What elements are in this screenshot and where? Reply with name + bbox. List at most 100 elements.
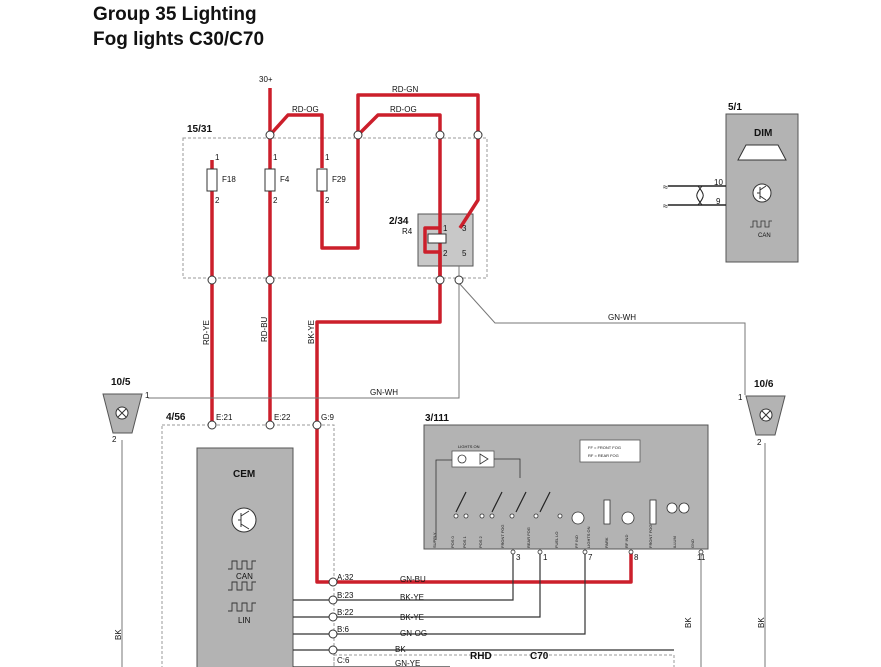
fuse-box-15-31 [182, 137, 488, 279]
red-wires [210, 88, 633, 584]
diagram-subtitle: Fog lights C30/C70 [93, 29, 265, 50]
wire-label-bk-left: BK [114, 629, 123, 640]
svg-text:RF IND: RF IND [624, 535, 629, 548]
dim-name: DIM [754, 128, 772, 139]
cem-module [196, 447, 294, 667]
wire-bk-ye [315, 283, 442, 425]
svg-text:3: 3 [462, 224, 467, 233]
switch-contacts [455, 491, 551, 513]
wire-bk-ye-b23 [293, 552, 514, 601]
wire-label-gn-ye: GN-YE [395, 659, 420, 667]
svg-text:9: 9 [716, 197, 721, 206]
supply-label: 30+ [259, 75, 273, 84]
switch-id: 3/111 [425, 413, 449, 424]
c70-label: C70 [530, 651, 549, 662]
wire-bk-ye-b22 [293, 552, 541, 618]
wire-gn-wh-left [148, 283, 460, 399]
svg-text:2: 2 [273, 196, 278, 205]
dim-can-label: CAN [758, 233, 771, 239]
ff-indicator-lamp-icon [571, 511, 585, 525]
fuse-f18: F18 1 2 [206, 153, 236, 205]
fuse-f29-label: F29 [332, 175, 346, 184]
fuse-f4-label: F4 [280, 175, 290, 184]
wire-relay-coil [423, 226, 442, 283]
fog-lamp-left: 10/5 1 2 [102, 377, 150, 444]
fuse-f4: F4 1 2 [264, 153, 290, 205]
svg-text:2: 2 [757, 438, 762, 447]
dim-display-icon [737, 144, 787, 161]
connection-nodes [207, 130, 483, 655]
svg-text:SUPPLY: SUPPLY [432, 532, 437, 548]
svg-text:ILLUM: ILLUM [672, 536, 677, 548]
indicator-diode-icon [479, 453, 489, 465]
svg-text:8: 8 [634, 553, 639, 562]
svg-text:B:6: B:6 [337, 625, 350, 634]
wire-rd-gn [356, 93, 480, 135]
cem-lin-label: LIN [238, 616, 251, 625]
cem-boundary [161, 424, 335, 667]
svg-text:B:23: B:23 [337, 591, 354, 600]
wire-label-gn-wh-1: GN-WH [608, 313, 636, 322]
svg-text:G:9: G:9 [321, 413, 334, 422]
illum-lamp-icon-1 [666, 502, 678, 514]
cem-transistor-icon [231, 507, 257, 533]
svg-text:7: 7 [588, 553, 593, 562]
cem-id: 4/56 [166, 412, 186, 423]
wire-label-rd-og-2: RD-OG [390, 105, 417, 114]
svg-text:POS 1: POS 1 [462, 535, 467, 548]
indicator-lamp-icon [457, 454, 467, 464]
wire-label-gn-bu: GN-BU [400, 575, 426, 584]
svg-text:C:6: C:6 [337, 656, 350, 665]
wire-label-bk-mid: BK [684, 617, 693, 628]
svg-text:E:21: E:21 [216, 413, 233, 422]
light-switch-module [423, 424, 709, 550]
svg-text:1: 1 [543, 553, 548, 562]
dim-transistor-icon [752, 183, 772, 203]
svg-text:10/5: 10/5 [111, 377, 131, 388]
cem-lin-icon [228, 602, 256, 612]
svg-text:FUEL LO: FUEL LO [554, 531, 559, 548]
switch-terminals [453, 513, 563, 519]
wire-relay-contact [458, 135, 480, 229]
svg-text:2: 2 [325, 196, 330, 205]
svg-text:A:32: A:32 [337, 573, 354, 582]
svg-text:2: 2 [443, 249, 448, 258]
cem-name: CEM [233, 469, 255, 480]
wire-label-bk-c6: BK [395, 645, 406, 654]
wire-label-gn-wh-2: GN-WH [370, 388, 398, 397]
wire-label-bk-ye-b23: BK-YE [400, 593, 424, 602]
fuse-box-id: 15/31 [187, 124, 212, 135]
fog-lamp-right: 10/6 1 2 [738, 379, 786, 447]
svg-text:REAR FOG: REAR FOG [526, 527, 531, 548]
wire-label-rd-og-1: RD-OG [292, 105, 319, 114]
svg-text:RF = REAR FOG: RF = REAR FOG [588, 453, 619, 458]
dim-id: 5/1 [728, 102, 742, 113]
svg-text:2: 2 [112, 435, 117, 444]
wire-rd-og-1 [268, 113, 324, 168]
relay-name: R4 [402, 227, 413, 236]
wire-label-gn-og: GN-OG [400, 629, 427, 638]
dim-can-icon [750, 220, 772, 228]
svg-text:1: 1 [325, 153, 330, 162]
svg-text:3: 3 [516, 553, 521, 562]
wire-gn-wh-right [458, 266, 746, 395]
svg-text:5: 5 [462, 249, 467, 258]
svg-text:POS 0: POS 0 [450, 535, 455, 548]
wire-label-bk-ye: BK-YE [307, 320, 316, 344]
rf-indicator-lamp-icon [621, 511, 635, 525]
svg-text:10: 10 [714, 178, 723, 187]
svg-text:POS 2: POS 2 [478, 535, 483, 548]
svg-text:FRONT FOG: FRONT FOG [500, 525, 505, 548]
cem-bus-wires [293, 552, 674, 667]
diagram-title: Group 35 Lighting [93, 4, 257, 25]
svg-text:LIGHTS ON: LIGHTS ON [586, 526, 591, 548]
svg-text:10/6: 10/6 [754, 379, 774, 390]
wire-gn-bu [315, 425, 633, 584]
svg-text:E:22: E:22 [274, 413, 291, 422]
svg-text:1: 1 [215, 153, 220, 162]
dim-can-wires [668, 185, 726, 206]
relay-coil [427, 233, 447, 244]
svg-text:1: 1 [145, 391, 150, 400]
cem-can-label: CAN [236, 572, 253, 581]
rhd-label: RHD [470, 651, 492, 662]
